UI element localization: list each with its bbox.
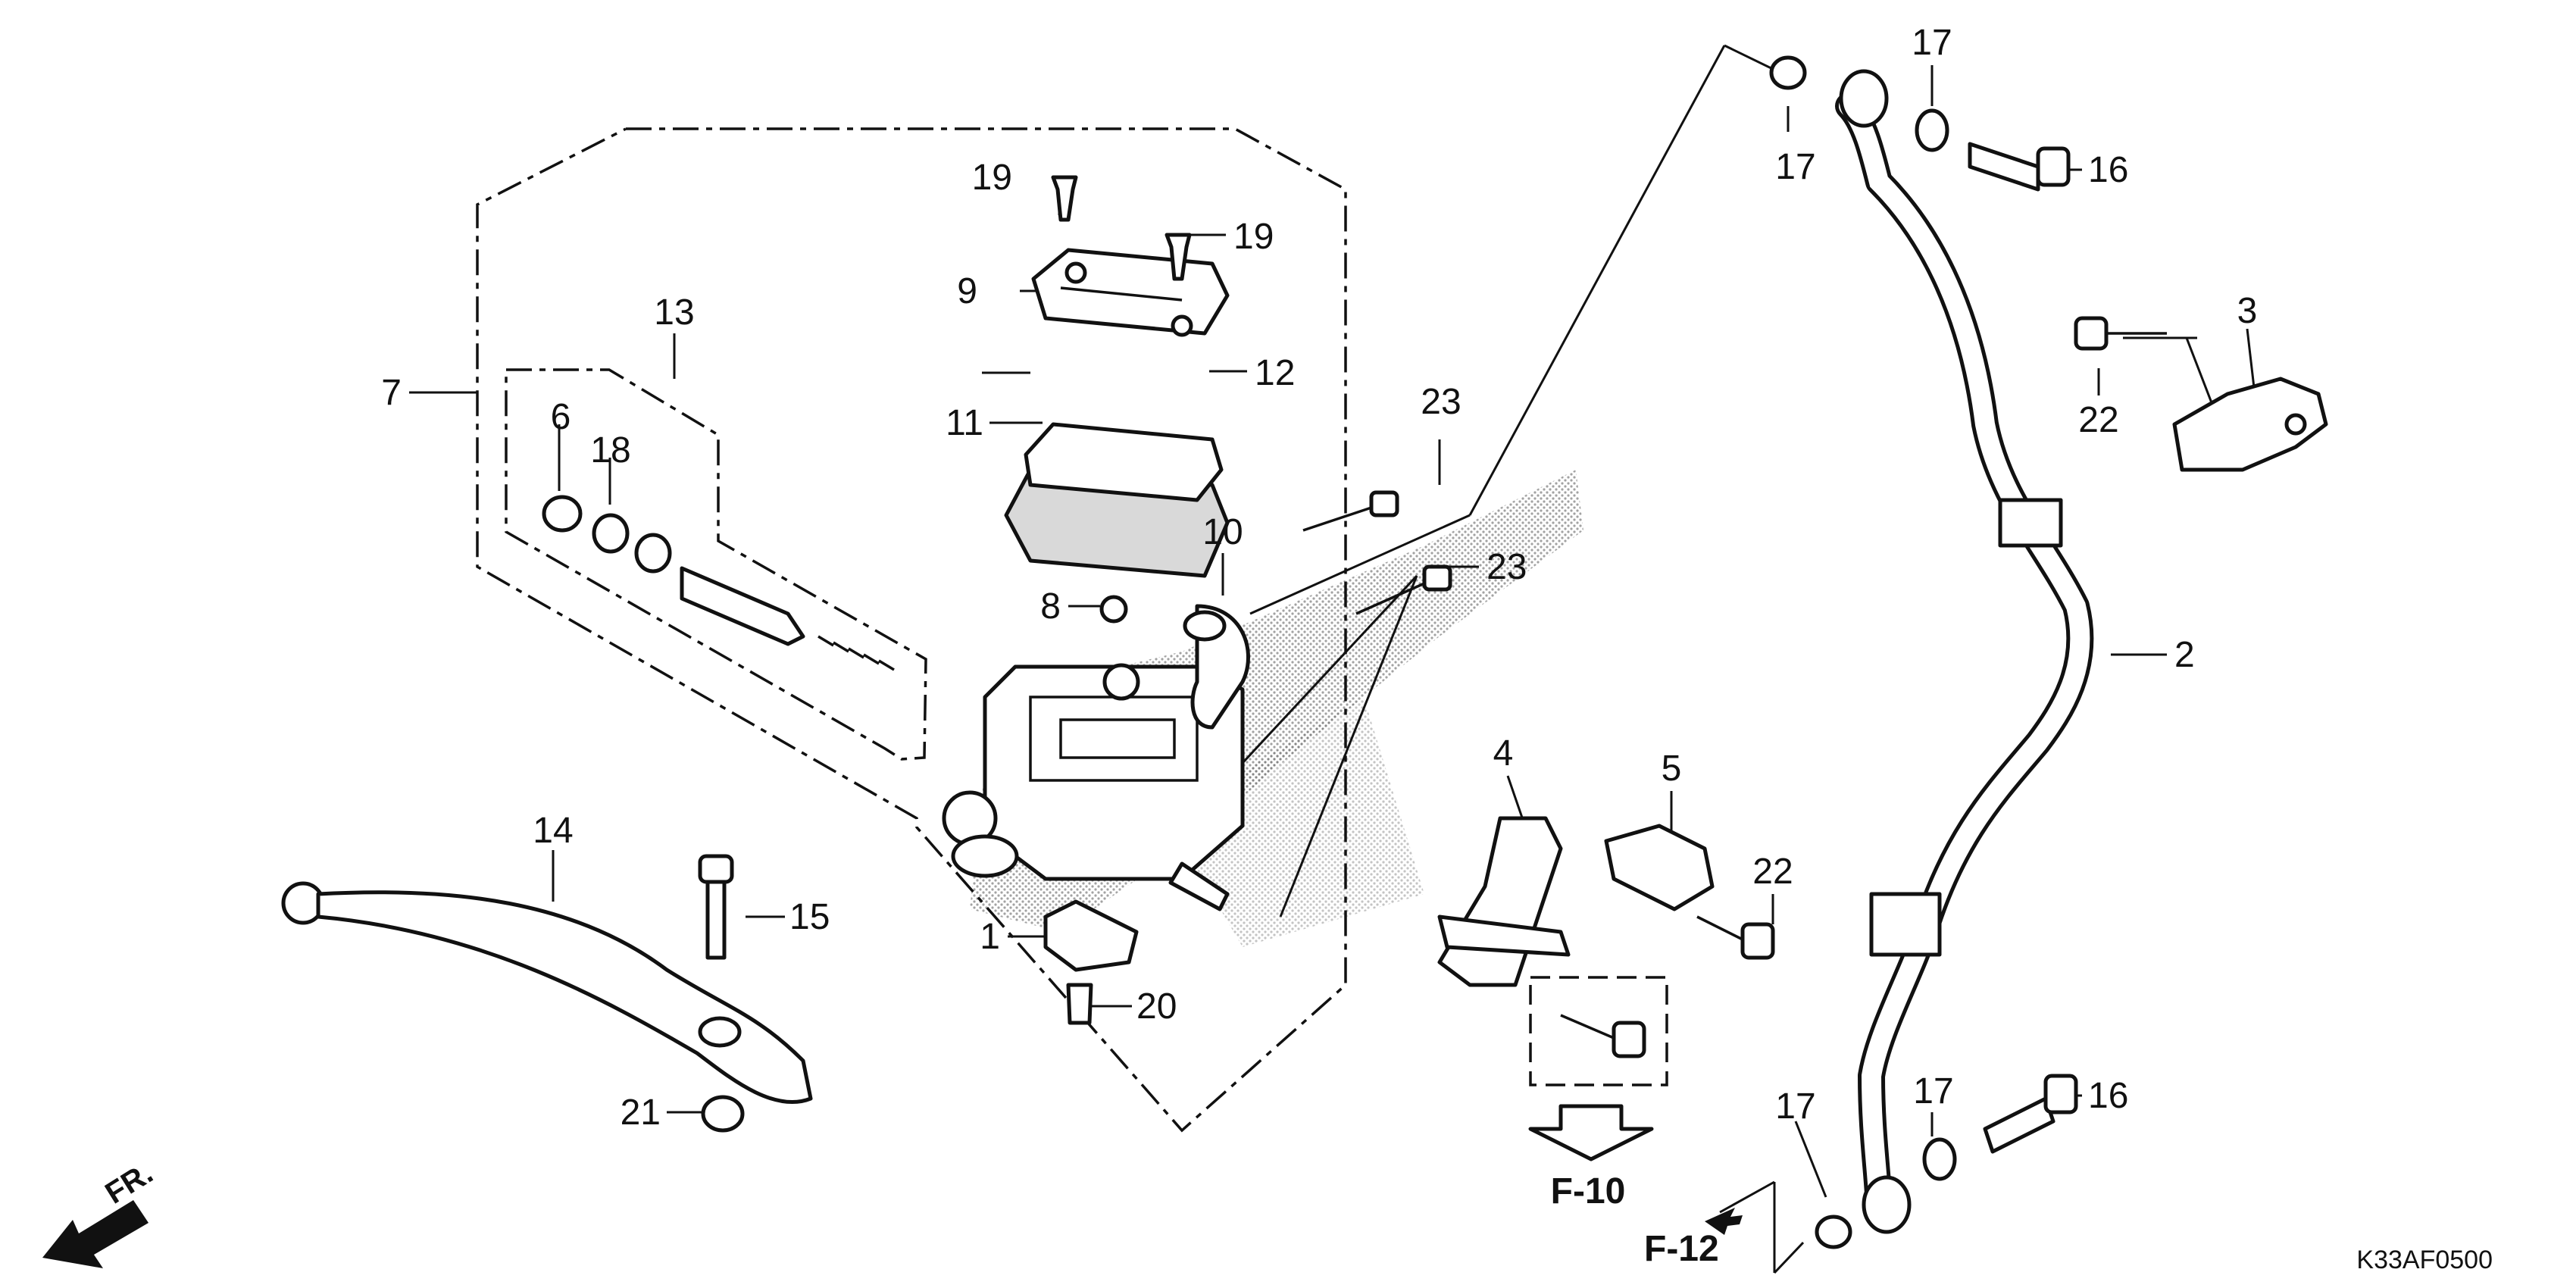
lever-holder <box>1099 595 1250 730</box>
callout-11: 11 <box>946 403 983 443</box>
brake-lever <box>281 854 813 1133</box>
callout-1: 1 <box>980 917 1000 957</box>
callout-10: 10 <box>1202 512 1243 552</box>
hose-fittings <box>1769 55 2078 1249</box>
callout-17-top-left: 17 <box>1775 147 1815 187</box>
callout-19-right: 19 <box>1233 217 1274 257</box>
f10-bolt-box <box>1529 976 1668 1086</box>
holder-bolts <box>1302 490 1452 615</box>
callout-15: 15 <box>789 897 830 937</box>
callout-23-mid: 23 <box>1487 547 1527 587</box>
callout-20: 20 <box>1136 986 1177 1027</box>
brake-hose <box>1835 69 2094 1234</box>
hose-clamp <box>2074 316 2328 472</box>
brake-switch <box>1043 899 1139 1025</box>
callout-labels: 7 13 6 18 19 19 9 12 11 10 8 23 23 1 20 … <box>381 23 2257 1133</box>
callout-13: 13 <box>654 292 694 333</box>
front-arrow-icon <box>42 1200 148 1268</box>
callout-6: 6 <box>551 397 571 437</box>
callout-22-upper: 22 <box>2078 400 2118 440</box>
callout-3: 3 <box>2237 291 2258 331</box>
callout-4: 4 <box>1493 733 1514 774</box>
front-label: FR. <box>99 1156 158 1210</box>
callout-17-bottom-left: 17 <box>1775 1086 1815 1127</box>
callout-22-lower: 22 <box>1752 852 1793 892</box>
callout-9: 9 <box>957 271 977 311</box>
callout-12: 12 <box>1255 353 1295 393</box>
f10-arrow <box>1528 1104 1654 1161</box>
master-cylinder-body <box>942 663 1245 911</box>
callout-18: 18 <box>590 430 630 470</box>
callout-23-top: 23 <box>1421 382 1461 422</box>
ref-f12: F-12 <box>1644 1229 1719 1269</box>
callout-19-top: 19 <box>972 158 1012 198</box>
master-cylinder-assembly-outline <box>476 127 1347 1133</box>
callout-17-bottom-right: 17 <box>1913 1071 1953 1111</box>
callout-16-bottom: 16 <box>2088 1076 2128 1116</box>
f12-arrow <box>1705 1208 1743 1235</box>
callout-5: 5 <box>1662 749 1682 789</box>
callout-17-top-right: 17 <box>1912 23 1952 63</box>
callout-21: 21 <box>621 1093 661 1133</box>
reservoir-cap-stack <box>1004 175 1230 578</box>
callout-7: 7 <box>381 373 402 413</box>
piston-set-outline <box>505 368 927 761</box>
ref-f10: F-10 <box>1551 1171 1626 1211</box>
piston-parts <box>542 495 895 671</box>
diagram-code: K33AF0500 <box>2356 1246 2493 1274</box>
callout-8: 8 <box>1040 586 1061 627</box>
callout-16-top: 16 <box>2088 150 2128 190</box>
callout-14: 14 <box>533 811 573 851</box>
callout-2: 2 <box>2174 635 2195 675</box>
bracket-and-holder <box>1437 816 1775 1058</box>
